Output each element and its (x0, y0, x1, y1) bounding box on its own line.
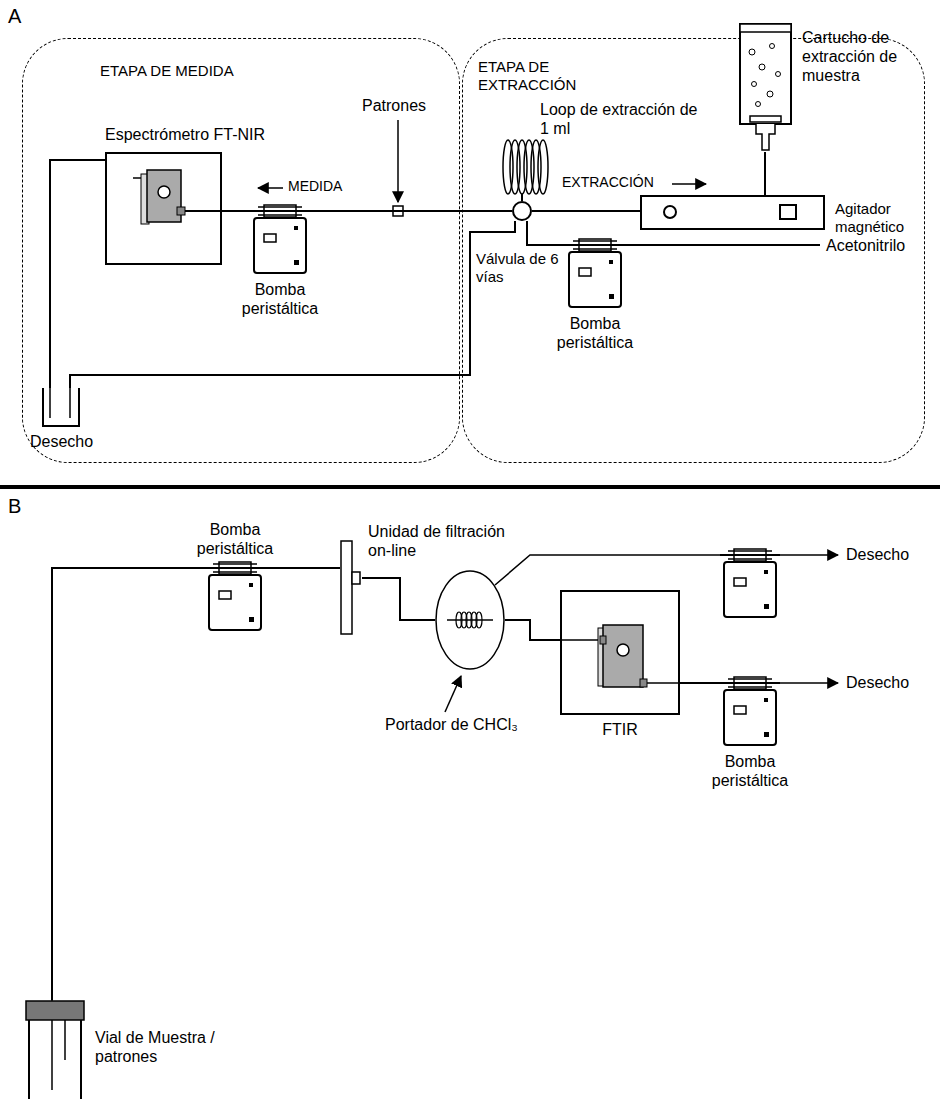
six-way-valve-shape (512, 201, 532, 221)
node-label: Vial de Muestra / patrones (95, 1028, 230, 1066)
annotation: Acetonitrilo (826, 236, 921, 255)
peristaltic-pump: Bomba peristáltica (205, 561, 265, 631)
peristaltic-pump-shape (720, 676, 780, 746)
annotation: Patrones (362, 96, 452, 115)
injection-valve-shape (435, 570, 505, 670)
waste-arrow (780, 554, 838, 556)
node-label: ETAPA DE EXTRACCIÓN (478, 58, 598, 94)
node-label: Espectrómetro FT-NIR (105, 125, 335, 144)
sample-vial: Vial de Muestra / patrones (25, 1000, 85, 1099)
flow-arrow (672, 183, 706, 185)
flow-arrow (258, 187, 283, 189)
node-label: Cartucho de extracción de muestra (802, 28, 917, 86)
waste-container-shape (40, 388, 82, 428)
spectrometer: Espectrómetro FT-NIR (105, 152, 222, 265)
tube-connector (505, 620, 560, 640)
node-label: Loop de extracción de 1 ml (540, 100, 700, 138)
separator (0, 485, 940, 489)
peristaltic-pump-shape (250, 204, 310, 274)
node-label: Agitador magnético (835, 200, 920, 236)
node-sublabel: Válvula de 6 vías (476, 250, 560, 286)
node-label: Bomba peristáltica (185, 520, 285, 558)
tube (521, 194, 523, 201)
loop-coil (503, 140, 548, 194)
annotation: Desecho (846, 545, 931, 564)
tube-connector (532, 210, 640, 212)
filtration-unit: Unidad de filtración on-line (340, 540, 362, 635)
inlet-arrow (397, 120, 399, 202)
tube-connector (764, 152, 766, 195)
tube-connector (265, 567, 340, 569)
carrier-arrow (445, 676, 461, 712)
waste-container: Desecho (40, 388, 82, 428)
peristaltic-pump: Bomba peristáltica (720, 676, 780, 746)
tube-connector (527, 221, 565, 245)
tube-connector (362, 578, 435, 620)
node-label: Bomba peristáltica (230, 280, 330, 318)
magnetic-stirrer-shape (640, 195, 825, 230)
ftir-spectrometer: FTIR (560, 590, 680, 715)
tube-connector (52, 568, 205, 1000)
injection-valve: Portador de CHCl₃ (435, 570, 505, 670)
peristaltic-pump-shape (565, 238, 625, 308)
panel-letter: A (8, 4, 48, 28)
panel-letter: B (8, 494, 48, 518)
peristaltic-pump: Bomba peristáltica (250, 204, 310, 274)
annotation: Desecho (846, 673, 931, 692)
spectrometer-shape (105, 152, 222, 265)
extraction-cartridge: Cartucho de extracción de muestra (738, 22, 793, 152)
filtration-unit-shape (340, 540, 362, 635)
sample-vial-shape (25, 1000, 85, 1099)
tube (625, 244, 820, 246)
node-label: Portador de CHCl₃ (385, 715, 535, 734)
node-label: ETAPA DE MEDIDA (100, 62, 320, 80)
magnetic-stirrer: Agitador magnético (640, 195, 825, 230)
node-label: Unidad de filtración on-line (368, 522, 518, 560)
peristaltic-pump: Bomba peristáltica (565, 238, 625, 308)
tube (495, 555, 720, 585)
extraction-cartridge-shape (738, 22, 793, 152)
tube-connector (680, 682, 720, 684)
annotation: EXTRACCIÓN (562, 174, 670, 191)
tube-connector (50, 160, 105, 388)
node-label: Bomba peristáltica (700, 752, 800, 790)
waste-arrow (780, 682, 838, 684)
node-label: Bomba peristáltica (545, 314, 645, 352)
tube-connector (222, 210, 250, 212)
six-way-valve: Loop de extracción de 1 mlVálvula de 6 v… (512, 201, 532, 221)
peristaltic-pump (720, 549, 780, 617)
annotation: MEDIDA (288, 178, 358, 195)
node-label: Desecho (24, 432, 99, 451)
peristaltic-pump-shape (205, 561, 265, 631)
node-label: FTIR (560, 720, 680, 739)
tube-connector (310, 210, 512, 212)
ftir-spectrometer-shape (560, 590, 680, 715)
